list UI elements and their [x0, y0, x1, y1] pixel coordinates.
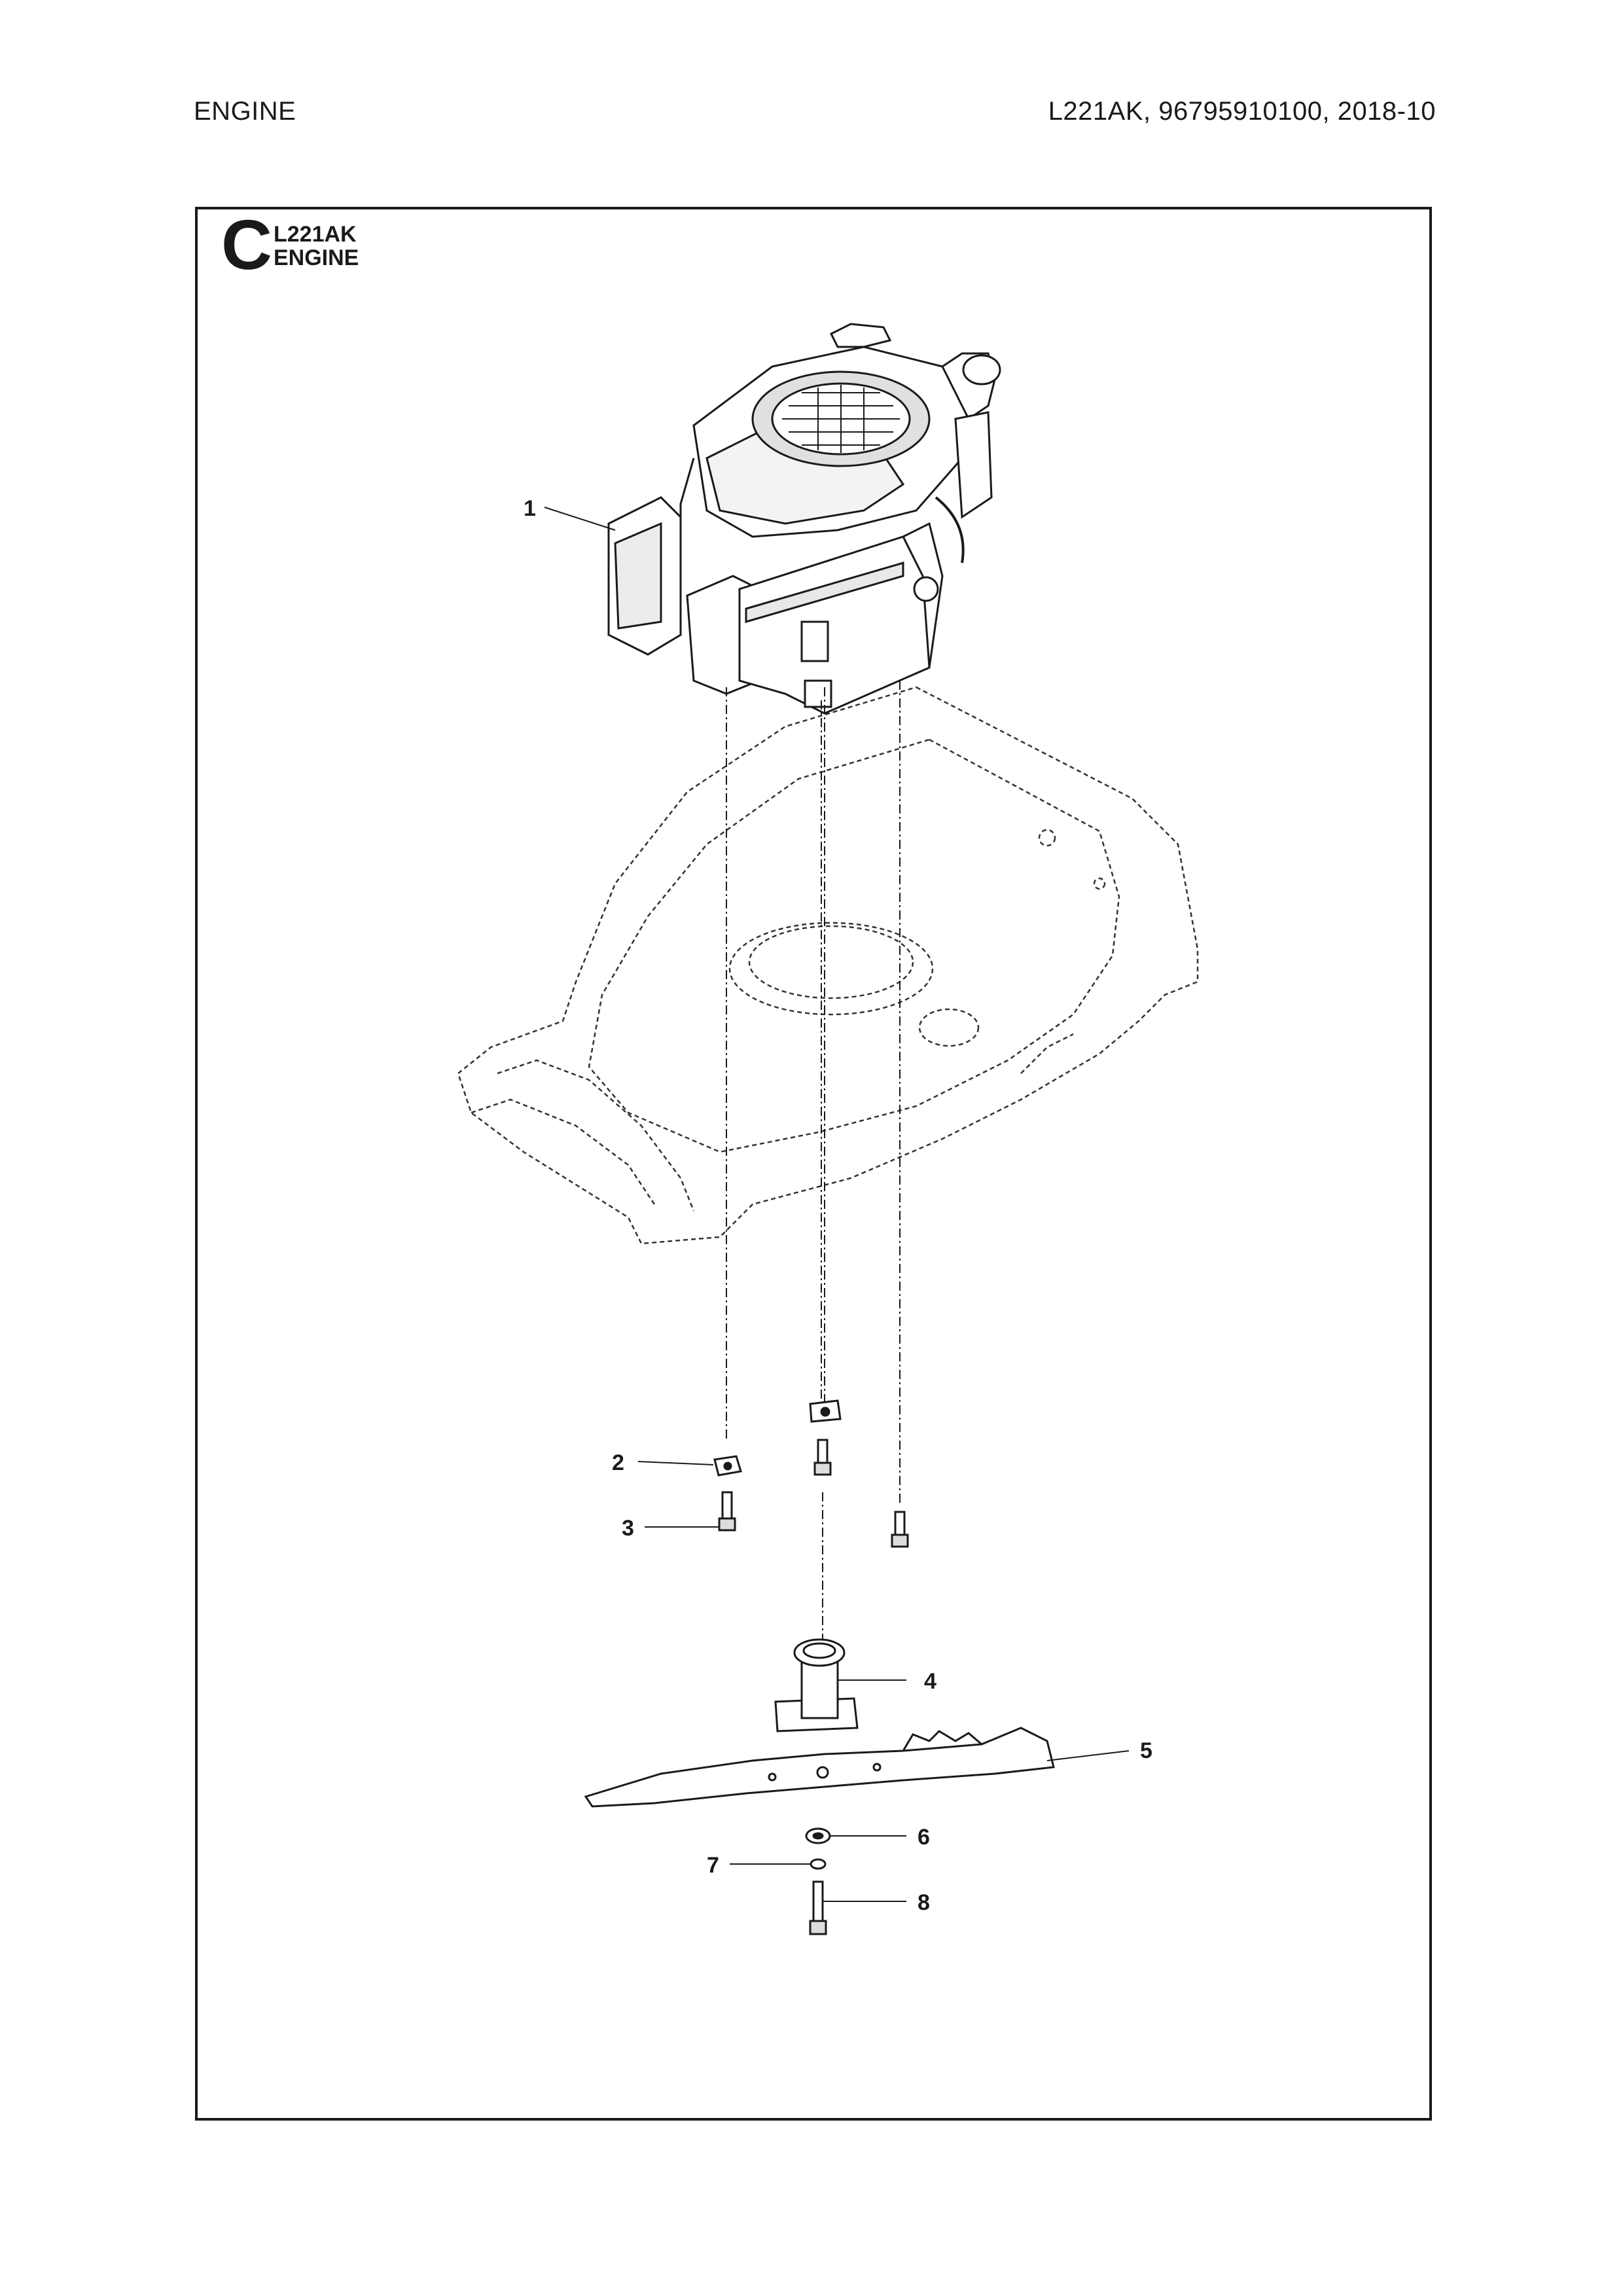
callout-3: 3 [622, 1516, 634, 1541]
alignment-lines [726, 681, 901, 1649]
callout-1: 1 [524, 496, 536, 521]
part-4-blade-adapter [774, 1638, 859, 1732]
callout-labels: 1 2 3 4 5 6 7 8 [524, 496, 1152, 1915]
part-6-washer [805, 1827, 831, 1844]
callout-5: 5 [1140, 1738, 1152, 1763]
panel-title: ENGINE [274, 245, 359, 270]
engine-assembly-illustration [607, 323, 1001, 715]
panel-model: L221AK [274, 222, 357, 247]
part-7-lock-washer [810, 1858, 827, 1870]
panel-letter: C [221, 205, 272, 284]
callout-8: 8 [918, 1890, 930, 1915]
callout-7: 7 [707, 1853, 719, 1878]
callout-leaders [544, 507, 1130, 1902]
header-doc-ref: L221AK, 96795910100, 2018-10 [1048, 97, 1436, 126]
diagram-frame [195, 207, 1432, 2121]
part-3-screws [718, 1399, 909, 1548]
callout-6: 6 [918, 1825, 930, 1850]
panel-title-block: L221AK ENGINE [274, 223, 359, 270]
part-2-plate [713, 1455, 742, 1477]
mower-deck-outline [457, 686, 1199, 1245]
part-8-bolt [809, 1880, 827, 1935]
callout-4: 4 [924, 1669, 936, 1694]
part-5-blade [584, 1727, 1055, 1808]
header-section: ENGINE [194, 97, 296, 126]
callout-2: 2 [612, 1450, 624, 1475]
